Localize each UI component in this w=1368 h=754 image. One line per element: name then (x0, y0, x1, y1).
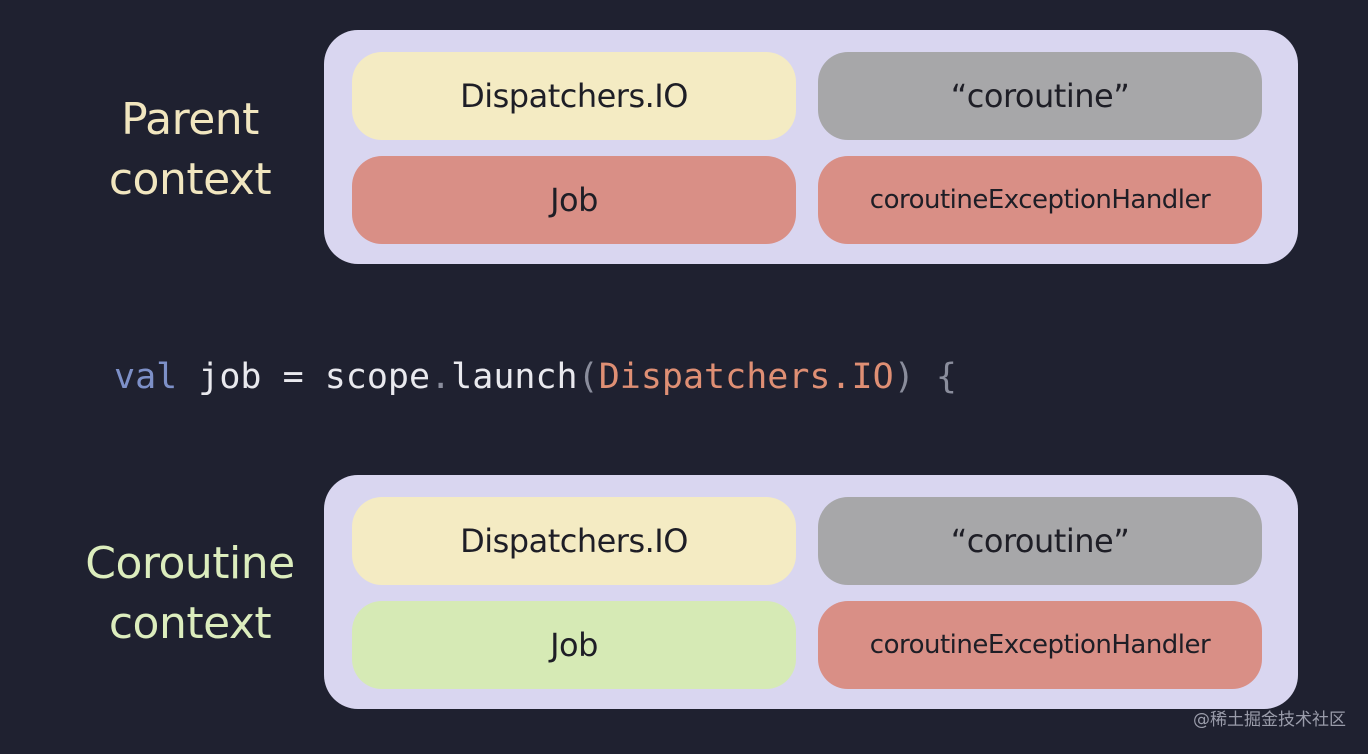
parent-label-line-2: context (108, 154, 272, 205)
code-argument: Dispatchers.IO (598, 357, 894, 397)
parent-dispatcher-element: Dispatchers.IO (352, 52, 796, 140)
coroutine-job-element: Job (352, 601, 796, 689)
code-keyword: val (114, 357, 178, 397)
coroutine-name-element: “coroutine” (818, 497, 1262, 585)
parent-context-label: Parent context (60, 90, 320, 210)
code-dot: . (430, 357, 452, 397)
parent-label-line-1: Parent (121, 94, 259, 145)
parent-context-box: Dispatchers.IO “coroutine” Job coroutine… (324, 30, 1298, 264)
launch-code-line: val job = scope.launch(Dispatchers.IO) { (114, 352, 957, 402)
coroutine-handler-element: coroutineExceptionHandler (818, 601, 1262, 689)
coroutine-context-label: Coroutine context (60, 534, 320, 654)
watermark: @稀土掘金技术社区 (1193, 710, 1346, 730)
coroutine-dispatcher-element: Dispatchers.IO (352, 497, 796, 585)
coroutine-label-line-1: Coroutine (85, 538, 295, 589)
code-variable: job = scope (177, 357, 431, 397)
coroutine-context-box: Dispatchers.IO “coroutine” Job coroutine… (324, 475, 1298, 709)
parent-name-element: “coroutine” (818, 52, 1262, 140)
parent-job-element: Job (352, 156, 796, 244)
code-open-paren: ( (577, 357, 599, 397)
code-call: launch (451, 357, 578, 397)
code-close: ) { (893, 357, 957, 397)
parent-handler-element: coroutineExceptionHandler (818, 156, 1262, 244)
coroutine-label-line-2: context (108, 598, 272, 649)
